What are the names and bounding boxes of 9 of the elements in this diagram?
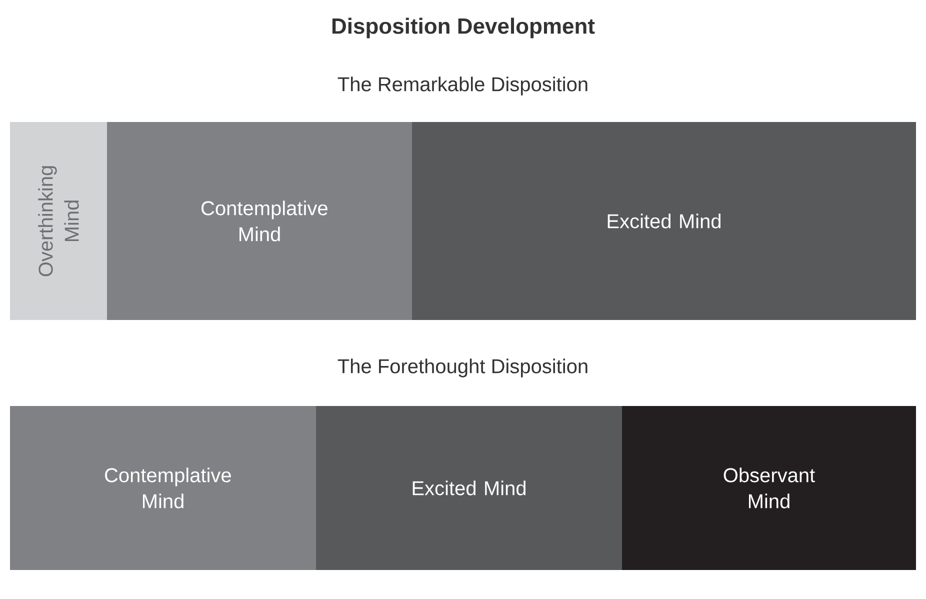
title: Disposition Development <box>332 18 595 38</box>
color-block: Excited Mind <box>412 122 916 320</box>
color-block: Overthinking Mind <box>10 122 107 320</box>
section-heading: The Forethought Disposition <box>338 358 588 378</box>
color-block: Excited Mind <box>316 406 622 570</box>
color-block: Observant Mind <box>622 406 916 570</box>
color-block: Contemplative Mind <box>107 122 412 320</box>
color-block: Contemplative Mind <box>10 406 316 570</box>
section-heading: The Remarkable Disposition <box>338 76 588 96</box>
